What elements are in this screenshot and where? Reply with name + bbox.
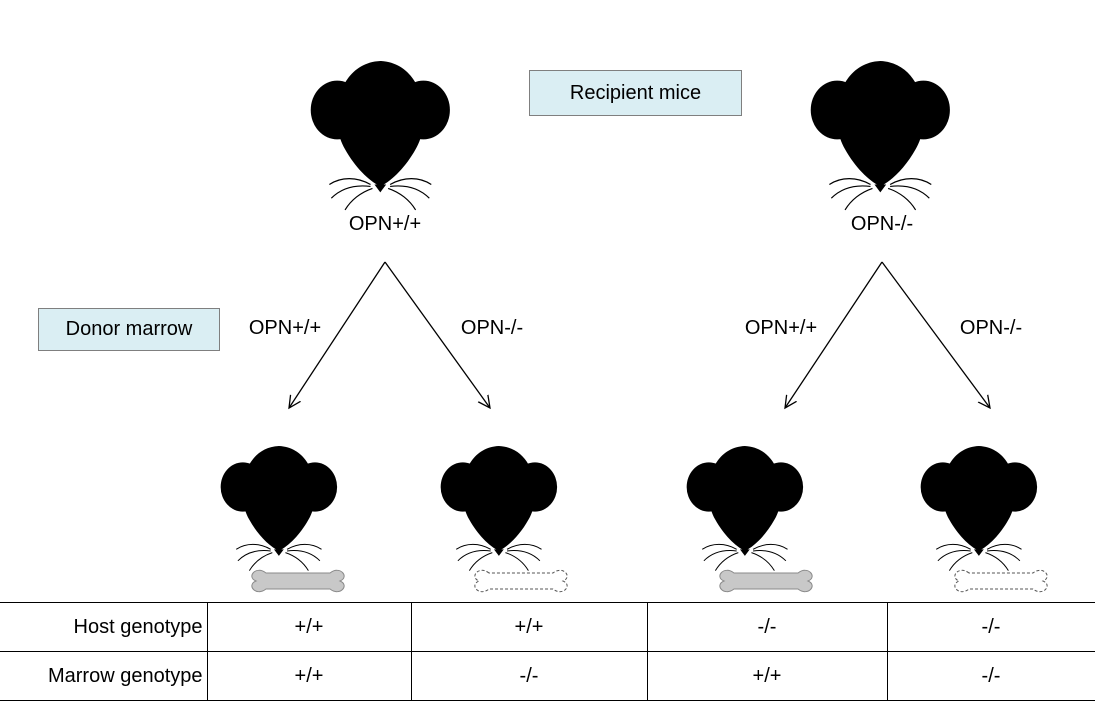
branch-label-2: OPN-/- (460, 317, 524, 339)
branch-arrows (289, 261, 990, 408)
branch-label-3: OPN+/+ (744, 317, 818, 339)
parent-mouse-opn-wt (299, 28, 451, 211)
table-cell: +/+ (206, 602, 412, 652)
arrow-wt-to-ko (384, 261, 490, 408)
offspring-mouse-3 (677, 418, 804, 572)
bone-solid-3 (719, 569, 813, 593)
breeding-diagram (211, 28, 1048, 593)
table-cell: +/+ (646, 651, 888, 701)
branch-label-1: OPN+/+ (248, 317, 322, 339)
offspring-mouse-4 (911, 418, 1038, 572)
bone-dashed-2 (474, 569, 568, 593)
table-cell: -/- (410, 651, 648, 701)
offspring-mouse-2 (431, 418, 558, 572)
arrow-ko-to-ko (881, 261, 990, 408)
offspring-mouse-1 (211, 418, 338, 572)
table-row: Marrow genotype +/+ -/- +/+ -/- (0, 651, 1095, 701)
arrow-wt-to-wt (289, 261, 386, 408)
genotype-table: Host genotype +/+ +/+ -/- -/- Marrow gen… (0, 602, 1095, 701)
table-cell: +/+ (206, 651, 412, 701)
table-cell: -/- (646, 602, 888, 652)
parent-genotype-ko: OPN-/- (850, 213, 914, 235)
table-cell: -/- (886, 651, 1095, 701)
row-header-host: Host genotype (0, 602, 208, 652)
bone-solid-1 (251, 569, 345, 593)
row-header-marrow: Marrow genotype (0, 651, 208, 701)
parent-mouse-opn-ko (799, 28, 951, 211)
recipient-mice-label: Recipient mice (529, 70, 742, 116)
table-row: Host genotype +/+ +/+ -/- -/- (0, 602, 1095, 652)
branch-label-4: OPN-/- (959, 317, 1023, 339)
table-cell: +/+ (410, 602, 648, 652)
arrow-ko-to-wt (785, 261, 883, 408)
bone-dashed-4 (954, 569, 1048, 593)
donor-marrow-label: Donor marrow (38, 308, 220, 351)
parent-genotype-wt: OPN+/+ (348, 213, 422, 235)
table-cell: -/- (886, 602, 1095, 652)
